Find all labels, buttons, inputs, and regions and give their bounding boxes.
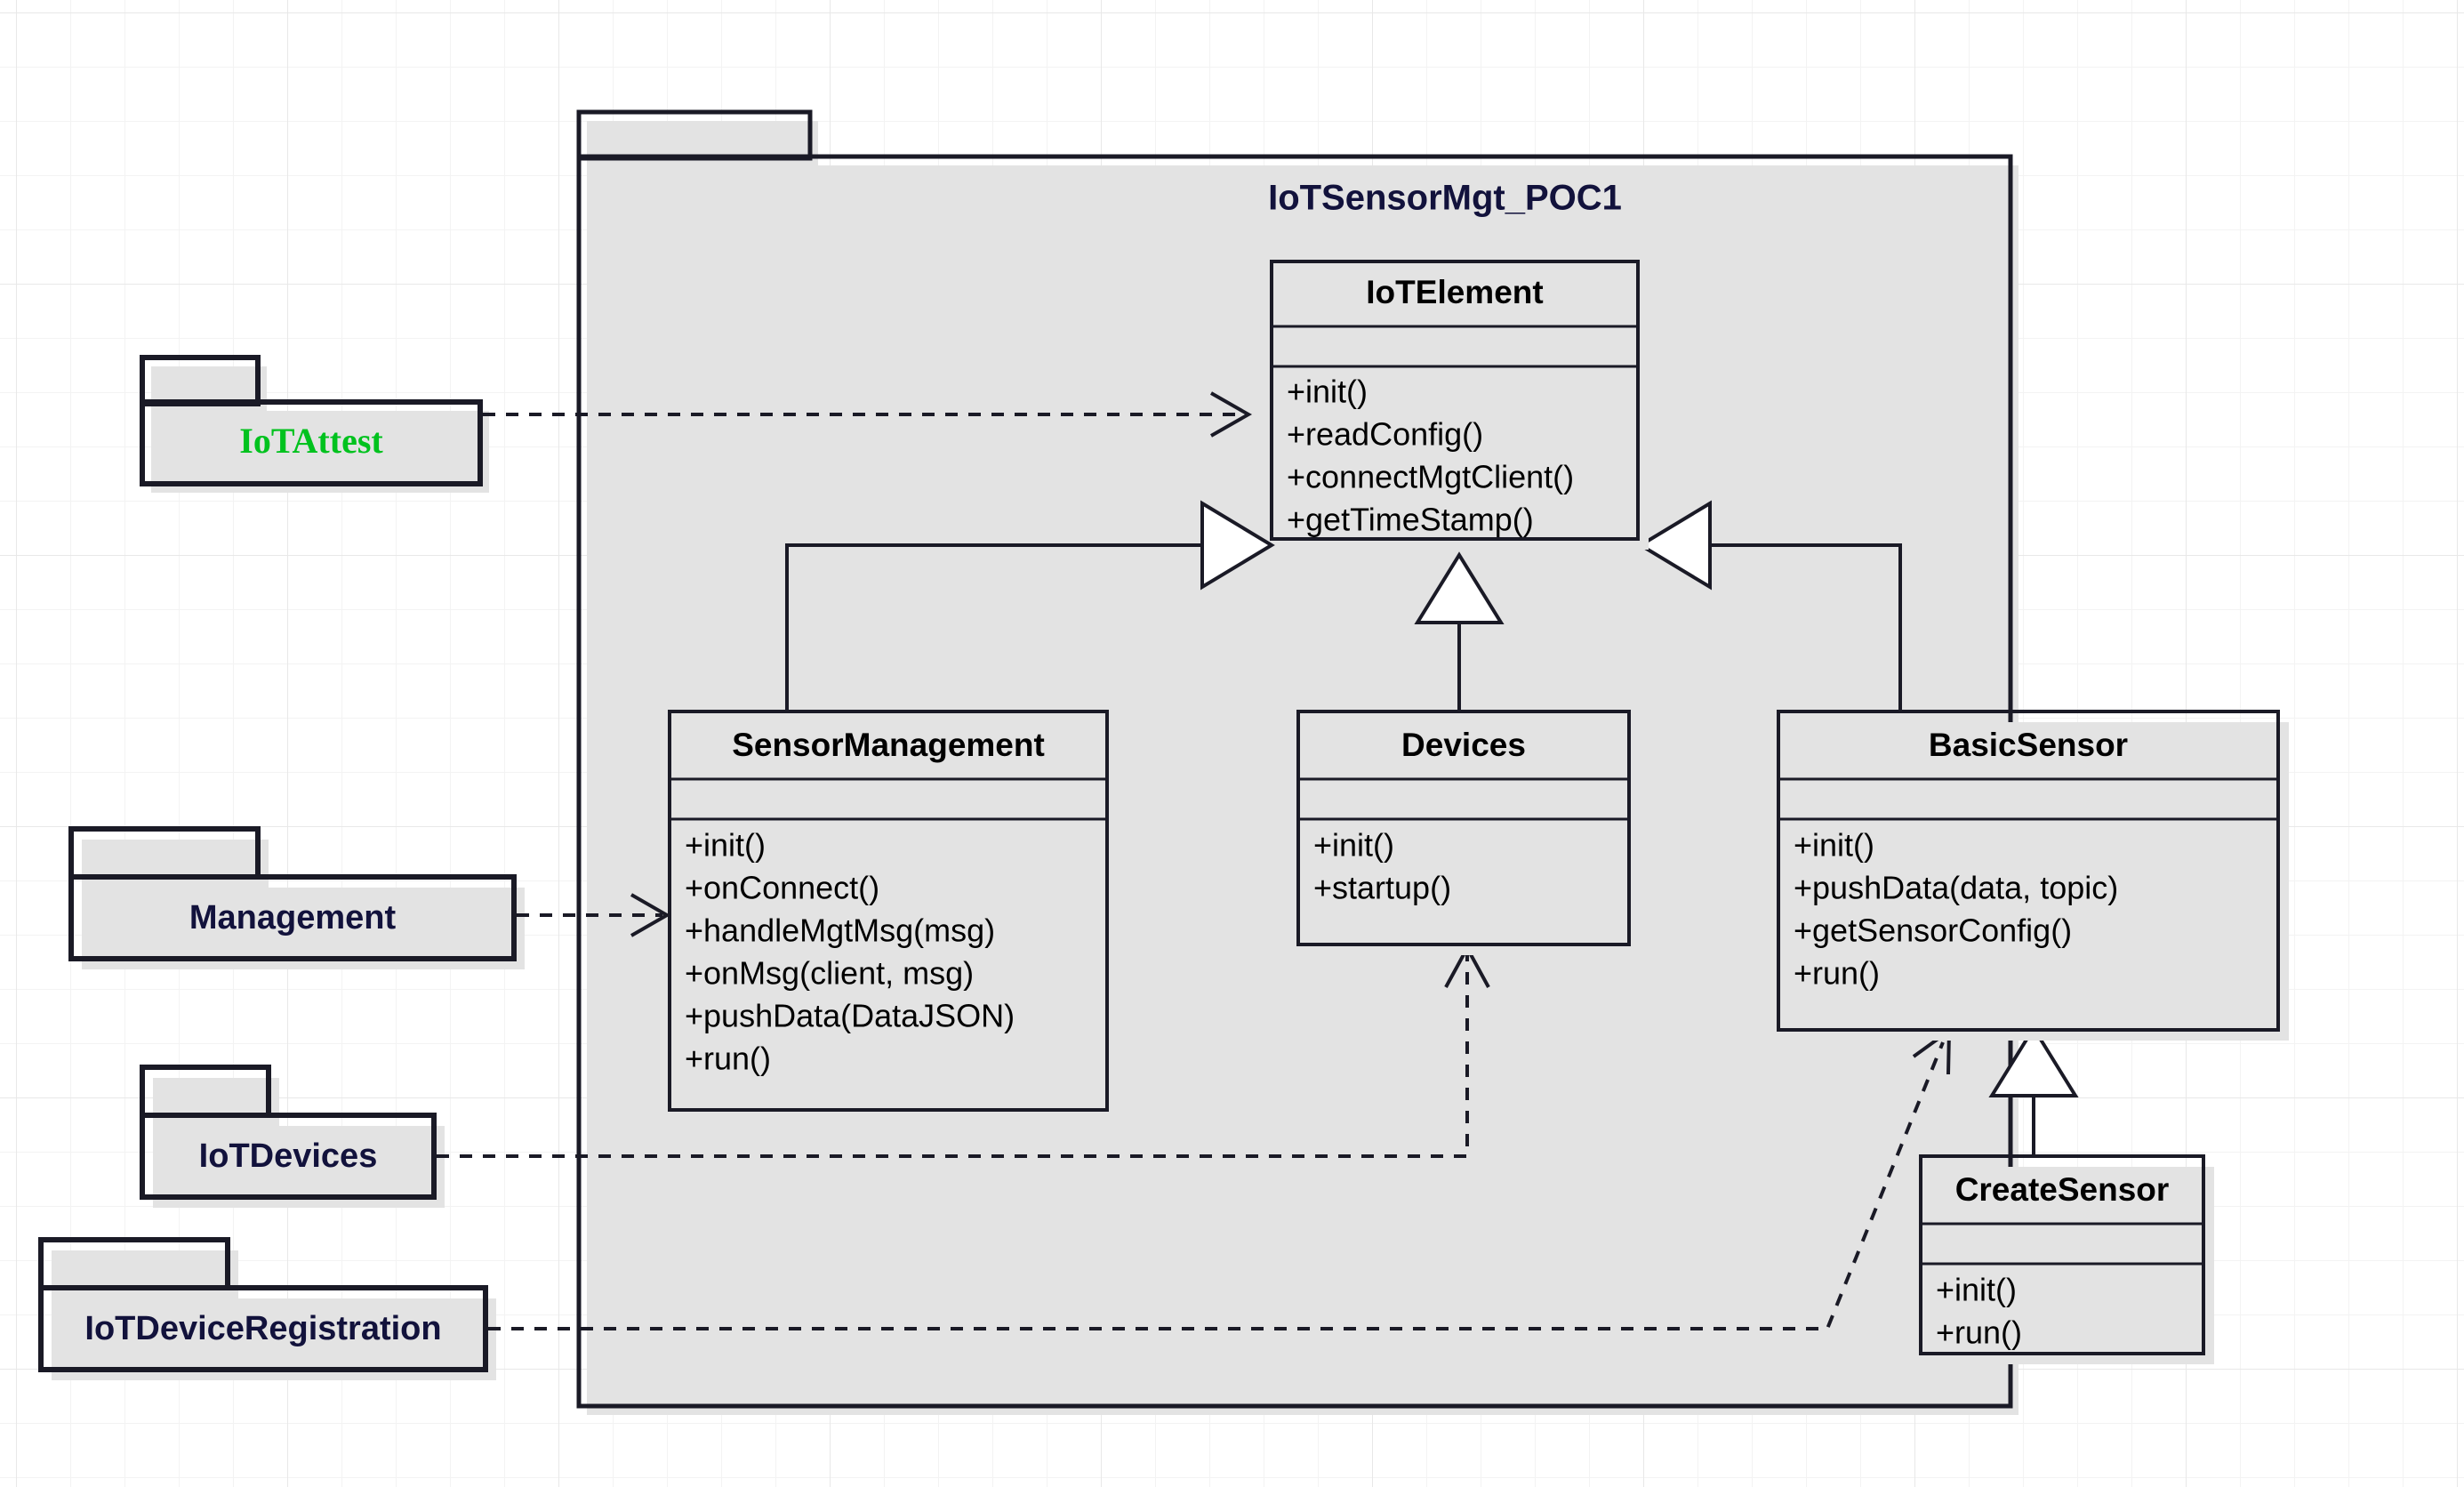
- devices-shadow: [1309, 722, 1640, 955]
- create-sensor-shadow: [1931, 1167, 2214, 1364]
- rel-mgmt-sensormgmt-arrowhead: [630, 893, 671, 937]
- management-body: [68, 874, 517, 961]
- sensor-management-method-2: +handleMgtMsg(msg): [685, 912, 995, 949]
- rel-devices-element[interactable]: [1414, 551, 1505, 711]
- iot-devices-label: IoTDevices: [199, 1137, 378, 1175]
- create-sensor-box: [1919, 1154, 2205, 1355]
- iot-device-registration-body: [38, 1285, 488, 1372]
- iot-devices-body: [140, 1113, 437, 1200]
- rel-iotdevices-devices-line: [437, 954, 1469, 1158]
- basic-sensor-method-2: +getSensorConfig(): [1794, 912, 2072, 949]
- iot-devices-tab-shadow: [153, 1078, 279, 1126]
- sensor-management-method-5: +run(): [685, 1041, 771, 1077]
- package-iot-attest[interactable]: IoTAttest: [140, 355, 489, 493]
- iot-element-method-1: +readConfig(): [1287, 416, 1483, 453]
- sensor-management-box: [668, 710, 1109, 1112]
- rel-attest-element-arrowhead: [1210, 391, 1253, 438]
- iot-device-registration-tab-shadow: [52, 1250, 238, 1298]
- rel-sensormgmt-element-line: [785, 543, 1205, 711]
- class-devices[interactable]: Devices +init() +startup(): [1296, 710, 1640, 955]
- create-sensor-method-1: +run(): [1936, 1314, 2022, 1351]
- management-tab-shadow: [82, 840, 269, 888]
- rel-basicsensor-element-line: [1707, 543, 1902, 711]
- iot-device-registration-label: IoTDeviceRegistration: [84, 1310, 441, 1347]
- basic-sensor-box: [1777, 710, 2280, 1032]
- main-package-title: IoTSensorMgt_POC1: [1268, 179, 1622, 218]
- create-sensor-method-0: +init(): [1936, 1272, 2017, 1308]
- rel-devices-element-arrowhead: [1414, 551, 1505, 624]
- rel-createsensor-basicsensor[interactable]: [1988, 1025, 2079, 1156]
- rel-mgmt-sensormgmt[interactable]: [517, 893, 671, 937]
- sensor-management-method-0: +init(): [685, 827, 766, 864]
- iot-device-registration-body-shadow: [52, 1298, 496, 1380]
- sensor-management-method-3: +onMsg(client, msg): [685, 955, 974, 992]
- devices-method-0: +init(): [1313, 827, 1394, 864]
- iot-attest-label: IoTAttest: [239, 421, 383, 461]
- rel-attest-element[interactable]: [483, 391, 1253, 438]
- rel-iotdevreg-basicsensor-line: [488, 1041, 1945, 1330]
- class-iot-element[interactable]: IoTElement +init() +readConfig() +connec…: [1270, 260, 1649, 550]
- class-basic-sensor[interactable]: BasicSensor +init() +pushData(data, topi…: [1777, 710, 2289, 1041]
- basic-sensor-shadow: [1789, 722, 2289, 1041]
- iot-devices-body-shadow: [153, 1126, 445, 1208]
- basic-sensor-method-3: +run(): [1794, 955, 1880, 992]
- sensor-management-shadow: [680, 722, 1118, 1121]
- sensor-management-method-1: +onConnect(): [685, 870, 879, 906]
- iot-element-method-3: +getTimeStamp(): [1287, 502, 1534, 538]
- create-sensor-name: CreateSensor: [1955, 1171, 2170, 1208]
- iot-attest-body: [140, 399, 483, 486]
- class-create-sensor[interactable]: CreateSensor +init() +run(): [1919, 1154, 2214, 1364]
- package-iot-device-registration[interactable]: IoTDeviceRegistration: [38, 1237, 496, 1380]
- package-management[interactable]: Management: [68, 826, 525, 969]
- iot-element-name: IoTElement: [1366, 274, 1543, 310]
- class-sensor-management[interactable]: SensorManagement +init() +onConnect() +h…: [668, 710, 1118, 1121]
- devices-method-1: +startup(): [1313, 870, 1451, 906]
- sensor-management-method-4: +pushData(DataJSON): [685, 998, 1015, 1034]
- rel-sensormgmt-element-arrowhead: [1200, 500, 1275, 591]
- management-label: Management: [189, 899, 397, 936]
- package-iot-devices[interactable]: IoTDevices: [140, 1065, 445, 1208]
- rel-basicsensor-element[interactable]: [1637, 500, 1902, 711]
- iot-element-method-0: +init(): [1287, 374, 1368, 410]
- iot-attest-body-shadow: [151, 411, 489, 493]
- sensor-management-name: SensorManagement: [732, 727, 1045, 763]
- iot-element-shadow: [1282, 272, 1649, 550]
- rel-createsensor-basicsensor-arrowhead: [1988, 1025, 2079, 1097]
- basic-sensor-method-0: +init(): [1794, 827, 1874, 864]
- rel-basicsensor-element-arrowhead: [1637, 500, 1712, 591]
- iot-element-box: [1270, 260, 1640, 541]
- devices-box: [1296, 710, 1631, 946]
- devices-name: Devices: [1401, 727, 1526, 763]
- management-body-shadow: [82, 888, 525, 969]
- rel-sensormgmt-element[interactable]: [785, 500, 1275, 711]
- basic-sensor-method-1: +pushData(data, topic): [1794, 870, 2118, 906]
- iot-element-method-2: +connectMgtClient(): [1287, 459, 1574, 495]
- basic-sensor-name: BasicSensor: [1929, 727, 2128, 763]
